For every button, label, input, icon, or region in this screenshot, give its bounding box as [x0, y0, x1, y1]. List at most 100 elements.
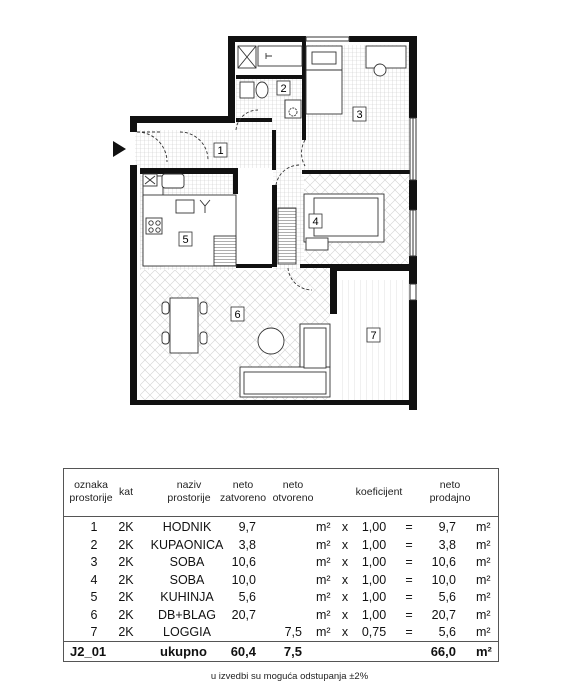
row-6-naziv: DB+BLAG [157, 607, 216, 622]
room-6-number: 6 [234, 309, 240, 321]
row-7-oznaka: 7 [90, 625, 98, 639]
header-oznaka: oznaka prostorije [69, 479, 113, 504]
total-prodajno: 66,0 [430, 644, 456, 659]
row-5-unit2: m² [476, 590, 491, 604]
room-3-box [352, 106, 367, 122]
row-1-eq: = [405, 520, 413, 534]
row-2-prodajno: 3,8 [438, 537, 456, 552]
row-2-zatvoreno: 3,8 [238, 537, 256, 552]
row-5-oznaka: 5 [90, 590, 98, 604]
row-2-x: x [341, 537, 349, 552]
row-3-oznaka: 3 [90, 555, 98, 569]
row-1-koef: 1,00 [361, 520, 387, 534]
floor-plan: 1 2 3 4 5 6 7 [113, 36, 417, 410]
row-6-eq: = [405, 607, 413, 622]
row-4-eq: = [405, 572, 413, 587]
row-1-unit2: m² [476, 520, 491, 534]
row-1-kat: 2K [118, 520, 134, 534]
room-1-number: 1 [217, 145, 223, 157]
row-6-kat: 2K [118, 607, 134, 622]
row-7-unit: m² [316, 625, 331, 639]
windows [305, 36, 417, 301]
row-7-x: x [341, 625, 349, 639]
row-6-unit: m² [316, 607, 331, 622]
header-neto-prodajno: neto prodajno [429, 479, 471, 504]
row-7-koef: 0,75 [361, 625, 387, 639]
row-3-zatvoreno: 10,6 [231, 555, 256, 569]
row-4-kat: 2K [118, 572, 134, 587]
room-4-box [308, 213, 323, 229]
room-6-box [230, 306, 245, 322]
row-2-naziv: KUPAONICA [150, 537, 224, 552]
row-5-koef: 1,00 [361, 590, 387, 604]
total-oznaka: J2_01 [70, 644, 107, 659]
header-koeficijent: koeficijent [355, 486, 403, 498]
room-4-number: 4 [312, 216, 318, 228]
row-6-zatvoreno: 20,7 [231, 607, 256, 622]
total-divider [64, 641, 498, 642]
row-7-otvoreno: 7,5 [284, 625, 302, 639]
header-neto-otvoreno: neto otvoreno [272, 479, 314, 504]
header-divider [64, 516, 498, 517]
row-5-zatvoreno: 5,6 [238, 590, 256, 604]
row-4-oznaka: 4 [90, 572, 98, 587]
area-table: oznaka prostorije kat naziv prostorije n… [63, 468, 499, 662]
row-6-oznaka: 6 [90, 607, 98, 622]
row-3-prodajno: 10,6 [431, 555, 456, 569]
row-1-zatvoreno: 9,7 [238, 520, 256, 534]
row-2-oznaka: 2 [90, 537, 98, 552]
row-1-unit: m² [316, 520, 331, 534]
room-3-number: 3 [356, 109, 362, 121]
row-3-unit2: m² [476, 555, 491, 569]
row-2-unit: m² [316, 537, 331, 552]
room-5-box [178, 231, 193, 247]
row-4-naziv: SOBA [169, 572, 205, 587]
row-7-eq: = [405, 625, 413, 639]
row-1-prodajno: 9,7 [438, 520, 456, 534]
room-2-box [276, 80, 291, 96]
row-2-eq: = [405, 537, 413, 552]
row-1-naziv: HODNIK [162, 520, 212, 534]
row-6-unit2: m² [476, 607, 491, 622]
furniture [142, 45, 407, 398]
tolerance-note: u izvedbi su moguća odstupanja ±2% [210, 671, 369, 682]
row-6-koef: 1,00 [361, 607, 387, 622]
row-5-unit: m² [316, 590, 331, 604]
row-3-naziv: SOBA [169, 555, 205, 569]
row-2-koef: 1,00 [361, 537, 387, 552]
row-2-kat: 2K [118, 537, 134, 552]
total-zatvoreno: 60,4 [230, 644, 256, 659]
entrance-arrow-icon [113, 141, 126, 157]
row-3-x: x [341, 555, 349, 569]
total-label: ukupno [160, 644, 207, 659]
row-4-unit: m² [316, 572, 331, 587]
row-5-naziv: KUHINJA [160, 590, 214, 604]
row-6-x: x [341, 607, 349, 622]
room-7-number: 7 [370, 330, 376, 342]
row-4-prodajno: 10,0 [431, 572, 456, 587]
row-4-unit2: m² [476, 572, 491, 587]
room-5-number: 5 [182, 234, 188, 246]
row-7-unit2: m² [476, 625, 491, 639]
row-7-prodajno: 5,6 [438, 625, 456, 639]
row-3-eq: = [405, 555, 413, 569]
header-kat: kat [118, 486, 133, 498]
row-4-koef: 1,00 [361, 572, 387, 587]
row-5-x: x [341, 590, 349, 604]
row-3-koef: 1,00 [361, 555, 387, 569]
row-4-zatvoreno: 10,0 [231, 572, 256, 587]
row-3-unit: m² [316, 555, 331, 569]
row-2-unit2: m² [476, 537, 491, 552]
row-6-prodajno: 20,7 [431, 607, 456, 622]
row-5-prodajno: 5,6 [438, 590, 456, 604]
total-otvoreno: 7,5 [283, 644, 302, 659]
total-unit: m² [476, 644, 492, 659]
walls [130, 36, 417, 410]
room-labels: 1 2 3 4 5 6 7 [178, 80, 381, 343]
row-3-kat: 2K [118, 555, 134, 569]
room-2-number: 2 [280, 83, 286, 95]
header-neto-zatvoreno: neto zatvoreno [219, 479, 267, 504]
row-1-x: x [341, 520, 349, 534]
doors [136, 109, 313, 291]
header-naziv: naziv prostorije [167, 479, 211, 504]
